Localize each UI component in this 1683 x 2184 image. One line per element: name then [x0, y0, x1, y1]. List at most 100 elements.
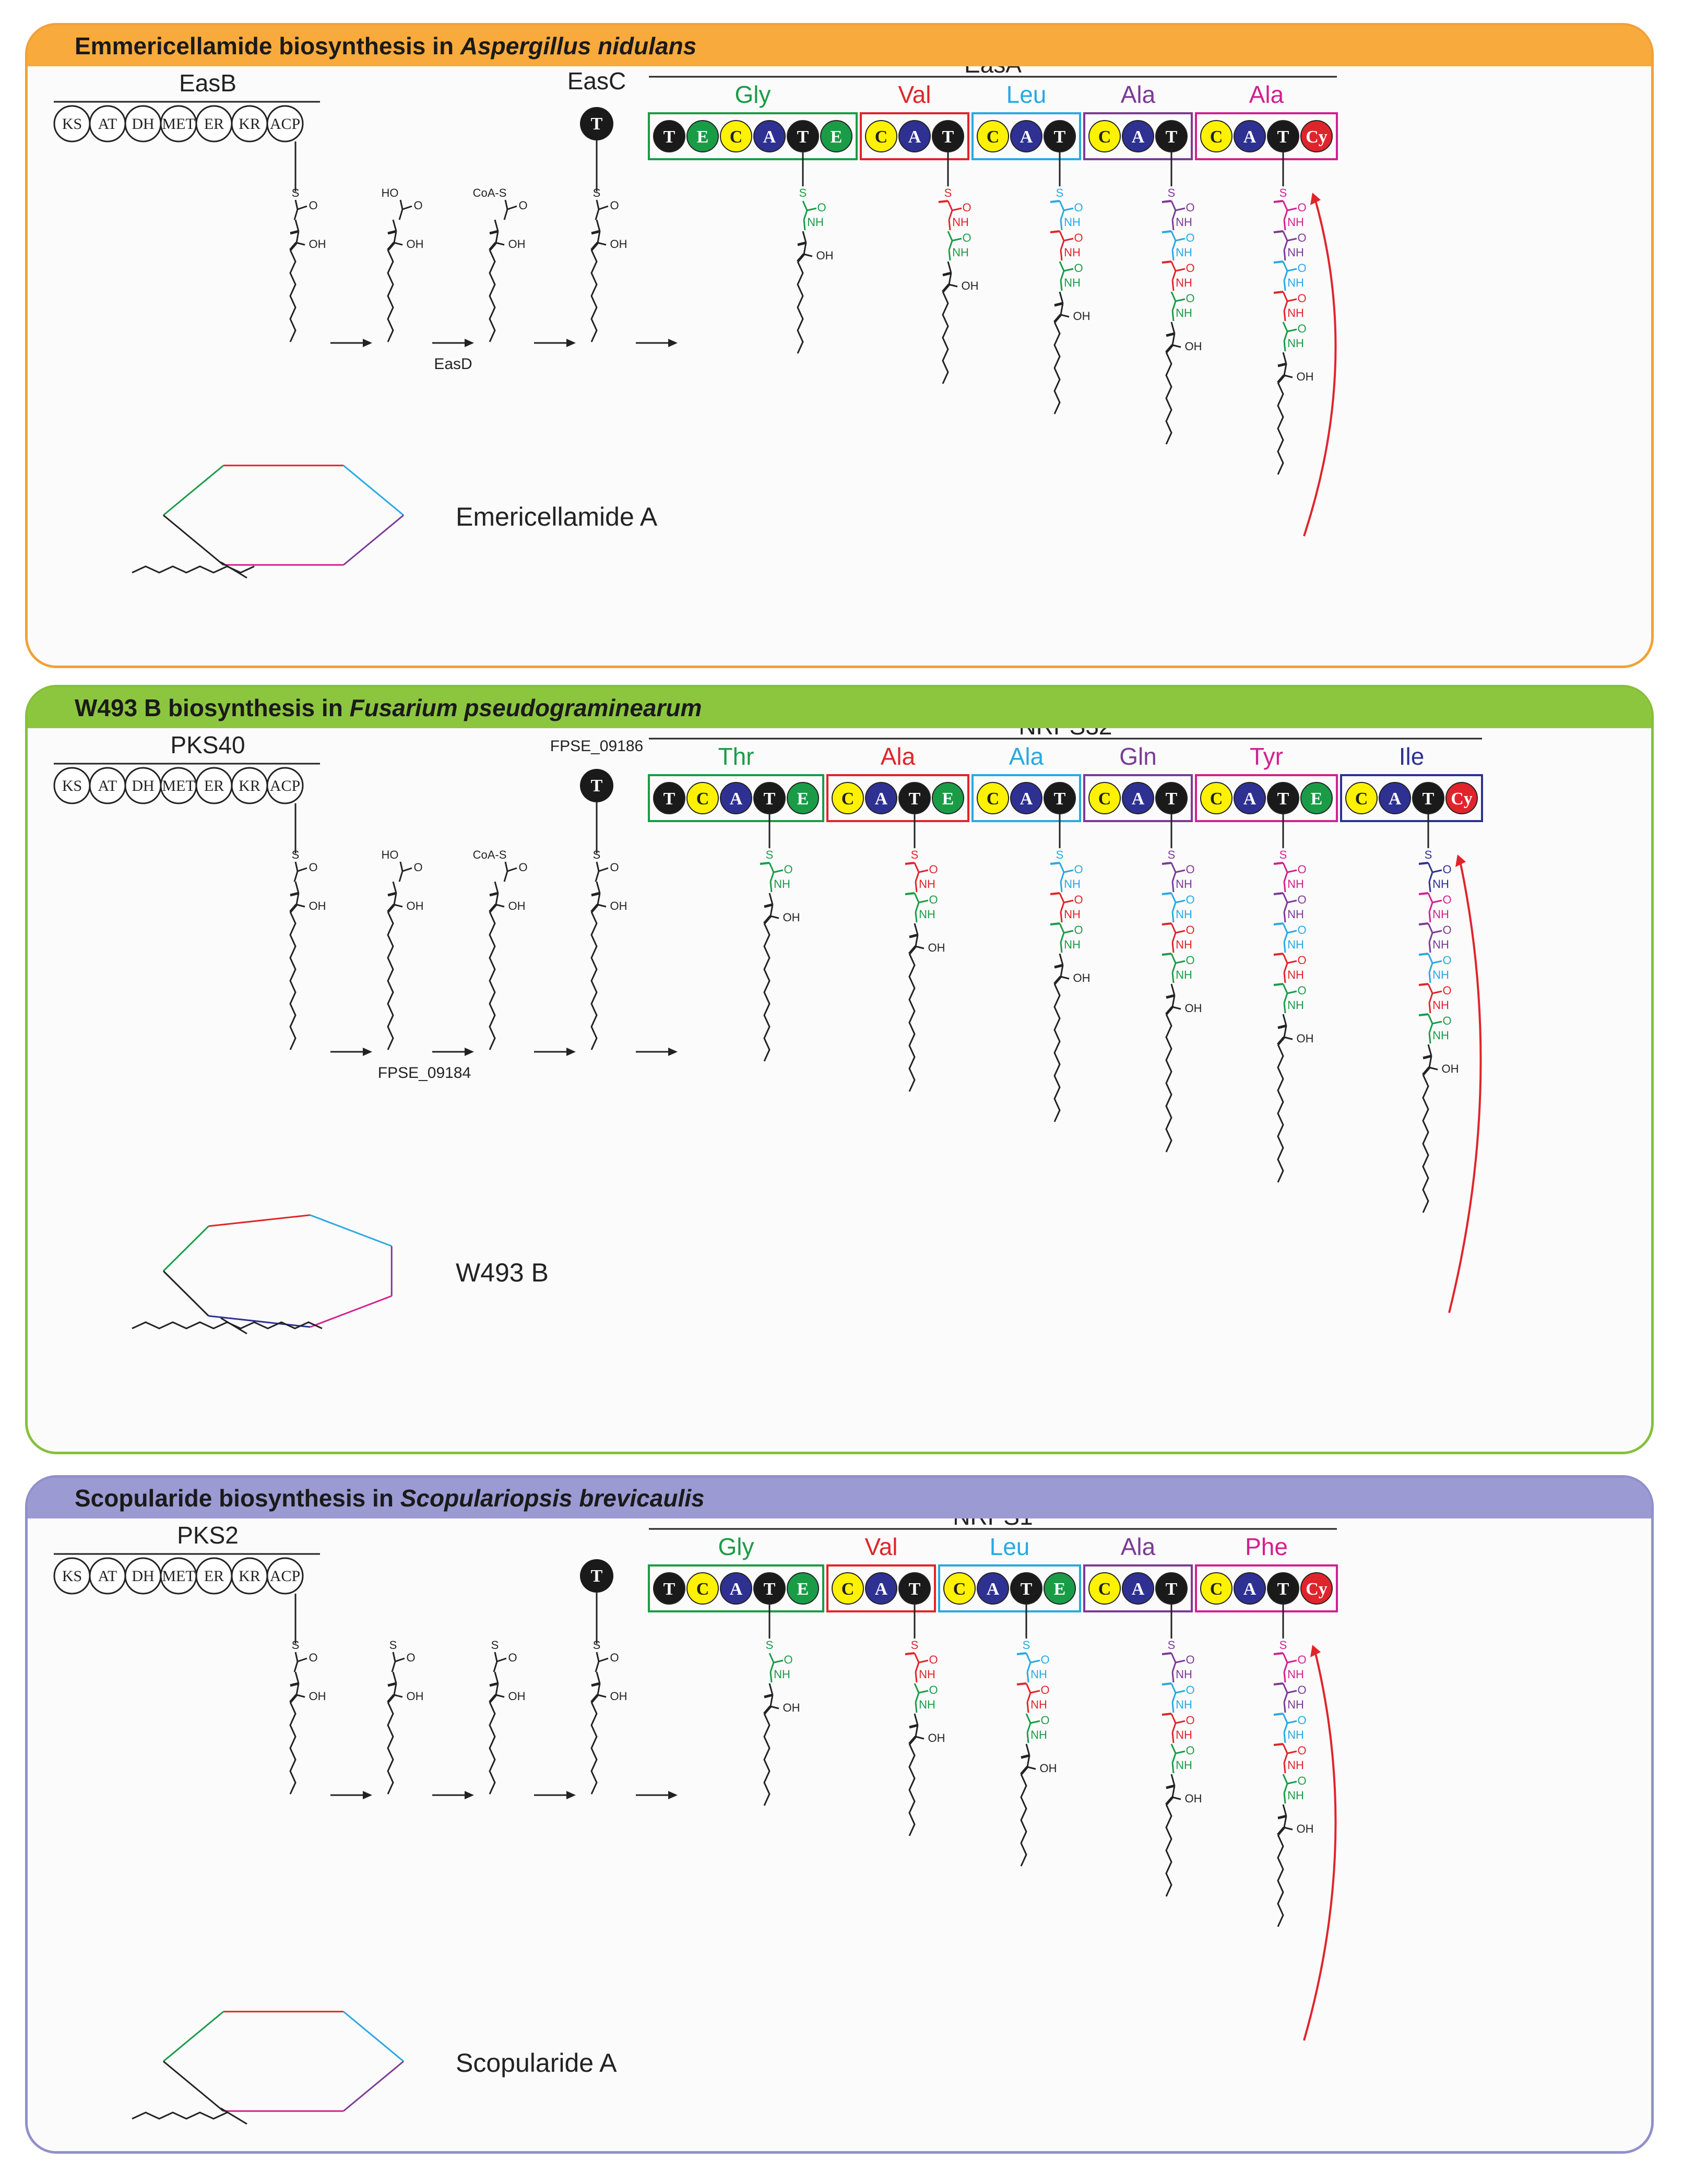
coa-thioester: CoA-S — [473, 186, 507, 199]
bond — [392, 881, 397, 894]
bond — [915, 911, 918, 923]
bond — [1059, 200, 1065, 211]
oxygen-atom: O — [610, 1651, 619, 1664]
bond — [297, 1657, 307, 1663]
bond — [1273, 1652, 1284, 1655]
nrps-domain-label: T — [909, 789, 921, 809]
pks-domain-at: AT — [89, 105, 126, 143]
nrps-domain-label: T — [764, 1580, 776, 1599]
alkyl-chain — [908, 1743, 916, 1836]
bond — [1063, 207, 1074, 211]
oxygen-atom: O — [1186, 863, 1194, 876]
pks-domain-label: KR — [239, 115, 260, 133]
bond — [289, 242, 298, 251]
bond — [1060, 911, 1063, 923]
bond — [1171, 1671, 1175, 1683]
oxygen-atom: O — [518, 861, 527, 874]
pks-domain-er: ER — [195, 1557, 233, 1595]
bond — [290, 230, 299, 235]
nrps-domain-label: C — [1210, 789, 1223, 809]
nrps-domain-label: T — [1054, 127, 1066, 147]
sulfur-atom: S — [593, 1639, 601, 1652]
bond — [1026, 1755, 1030, 1767]
bond — [1161, 260, 1172, 264]
bond — [387, 1694, 395, 1703]
bond — [1171, 310, 1175, 322]
oxygen-atom: O — [1074, 231, 1083, 244]
oxygen-atom: O — [1297, 923, 1306, 936]
bond — [948, 250, 951, 261]
oxygen-atom: O — [929, 863, 938, 876]
bond — [1175, 1659, 1186, 1664]
reaction-arrowhead — [668, 1791, 678, 1799]
pks-domain-label: KS — [62, 115, 82, 133]
nrps-domain-a — [1122, 782, 1154, 814]
reaction-arrowhead — [363, 1048, 372, 1056]
bond — [402, 205, 412, 210]
bond — [1170, 1683, 1177, 1693]
bond — [295, 231, 300, 243]
bond — [489, 1682, 499, 1687]
bond — [1171, 942, 1175, 953]
nrps-domain-label: A — [763, 127, 776, 147]
oxygen-atom: O — [1040, 1653, 1049, 1666]
ring-bond — [163, 465, 224, 516]
nrps-domain-label: Cy — [1451, 789, 1473, 809]
nrps-domain-label: T — [909, 1580, 921, 1599]
bond — [503, 209, 508, 220]
bond — [1282, 983, 1288, 994]
tail-link — [220, 1317, 247, 1335]
bond — [1171, 1692, 1177, 1703]
amide-nh: NH — [1064, 216, 1081, 229]
module-amino-acid: Ala — [1121, 1533, 1156, 1560]
bond — [297, 867, 307, 872]
bond — [1428, 881, 1431, 893]
bond — [1060, 280, 1063, 291]
pks-domain-label: DH — [132, 1568, 154, 1585]
bond — [1273, 862, 1284, 865]
bond — [1273, 892, 1284, 895]
bond — [797, 253, 805, 263]
nrps-domain-cy — [1300, 120, 1333, 152]
alkyl-chain — [1277, 1834, 1284, 1927]
bond — [392, 1652, 396, 1662]
ring-bond — [310, 1295, 392, 1328]
cyclization-arrow — [1448, 858, 1482, 1313]
bond — [914, 893, 920, 903]
nrps-module-box — [1083, 774, 1193, 822]
pks-domain-at: AT — [89, 1557, 126, 1595]
bond — [591, 230, 600, 235]
bond — [1283, 1783, 1288, 1794]
bond — [1172, 1006, 1181, 1010]
nrps-module-box — [1195, 774, 1338, 822]
oxygen-atom: O — [610, 861, 619, 874]
nrps-domain-c — [720, 120, 752, 152]
reaction-arrowhead — [465, 339, 474, 347]
bond — [392, 219, 397, 232]
amide-nh: NH — [1064, 908, 1081, 921]
nrps-domain-a — [1234, 782, 1266, 814]
bond — [1427, 1014, 1433, 1024]
sulfur-atom: S — [593, 186, 601, 199]
hydroxyl-group: OH — [1185, 1002, 1202, 1015]
bond — [494, 1652, 498, 1662]
ring-bond — [208, 1214, 311, 1227]
bond — [1283, 363, 1287, 376]
alkyl-chain — [1165, 1804, 1172, 1897]
bond — [495, 1683, 499, 1695]
bond — [1428, 902, 1433, 912]
bond — [918, 1690, 929, 1694]
bond — [1283, 270, 1288, 281]
bond — [1170, 1774, 1176, 1786]
oxygen-atom: O — [1040, 1714, 1049, 1727]
bond — [1171, 1723, 1177, 1733]
bond — [495, 893, 499, 905]
ring-bond — [162, 1270, 209, 1317]
oxygen-atom: O — [1297, 1653, 1306, 1666]
bond — [596, 199, 600, 210]
nrps-name: NRPS32 — [1019, 728, 1112, 740]
pks-domain-label: AT — [98, 115, 117, 133]
bond — [1283, 1662, 1288, 1672]
alkyl-chain — [763, 923, 771, 1062]
bond — [590, 1694, 599, 1703]
